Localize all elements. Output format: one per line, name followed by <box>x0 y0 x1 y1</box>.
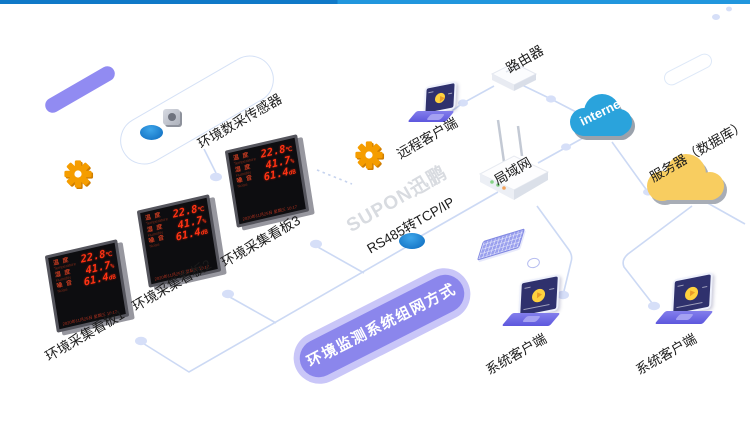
internet-cloud <box>570 94 635 140</box>
screen-chart-icon <box>531 287 546 304</box>
screen-line <box>549 287 555 290</box>
play-icon <box>689 289 696 297</box>
laptop-screen <box>671 271 713 317</box>
sensor-lens <box>167 113 176 121</box>
sensor-device-icon <box>163 109 180 125</box>
play-icon <box>536 291 543 299</box>
row-sublabel: Noise <box>149 241 160 249</box>
router-device <box>490 62 538 91</box>
top-accent-bar <box>0 0 750 4</box>
server-cloud <box>647 154 727 205</box>
gear-icon <box>64 160 94 190</box>
gear-icon <box>355 141 385 171</box>
screen-line <box>523 303 550 311</box>
screen-line <box>676 301 703 309</box>
screen-chart-icon <box>434 91 446 105</box>
laptop-screen <box>518 273 560 319</box>
lan-router-device <box>478 119 550 200</box>
row-sublabel: Noise <box>237 181 248 189</box>
row-sublabel: Noise <box>57 286 68 294</box>
trackpad <box>674 314 694 320</box>
screen-line <box>702 285 708 288</box>
converter-cylinder-icon <box>399 233 425 249</box>
trackpad <box>521 316 541 322</box>
screen-chart-icon <box>684 285 699 302</box>
system-client-laptop-2 <box>654 271 714 324</box>
sensor-cylinder-icon <box>140 125 163 140</box>
laptop-base <box>654 311 714 324</box>
screen-line <box>428 91 434 94</box>
play-icon <box>439 94 446 103</box>
screen-line <box>448 92 453 95</box>
system-client-laptop-1 <box>501 273 561 326</box>
screen-line <box>677 284 684 287</box>
screen-line <box>524 286 531 289</box>
